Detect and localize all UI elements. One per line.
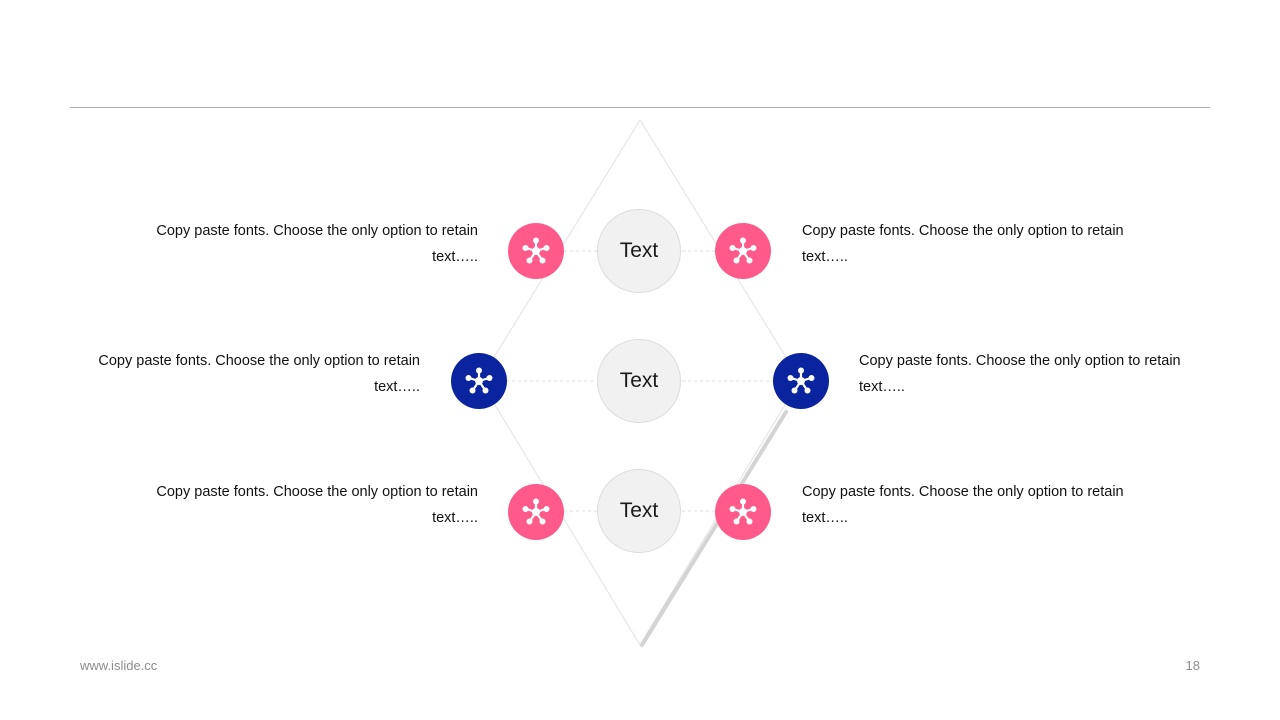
node-top-left	[508, 223, 564, 279]
center-circle-top: Text	[597, 209, 681, 293]
page-number: 18	[1185, 658, 1200, 673]
center-label: Text	[619, 239, 659, 262]
molecule-icon	[787, 367, 815, 394]
molecule-icon	[522, 237, 550, 264]
molecule-icon	[522, 498, 550, 525]
description-bottom-left: Copy paste fonts. Choose the only option…	[156, 484, 478, 526]
top-divider	[70, 107, 1210, 108]
node-middle-right	[773, 353, 829, 409]
center-label: Text	[619, 499, 659, 522]
node-middle-left	[451, 353, 507, 409]
description-top-right: Copy paste fonts. Choose the only option…	[802, 223, 1124, 265]
description-middle-right: Copy paste fonts. Choose the only option…	[859, 353, 1181, 395]
center-label: Text	[619, 369, 659, 392]
connector-lines	[506, 250, 773, 512]
node-top-right	[715, 223, 771, 279]
center-circle-bottom: Text	[597, 469, 681, 553]
center-circle-middle: Text	[597, 339, 681, 423]
description-middle-left: Copy paste fonts. Choose the only option…	[98, 353, 420, 395]
molecule-icon	[729, 237, 757, 264]
molecule-icon	[465, 367, 493, 394]
description-top-left: Copy paste fonts. Choose the only option…	[156, 223, 478, 265]
diamond-shadow-edge	[640, 410, 788, 647]
node-bottom-left	[508, 484, 564, 540]
molecule-icon	[729, 498, 757, 525]
node-bottom-right	[715, 484, 771, 540]
description-bottom-right: Copy paste fonts. Choose the only option…	[802, 484, 1124, 526]
footer-url: www.islide.cc	[80, 658, 158, 673]
